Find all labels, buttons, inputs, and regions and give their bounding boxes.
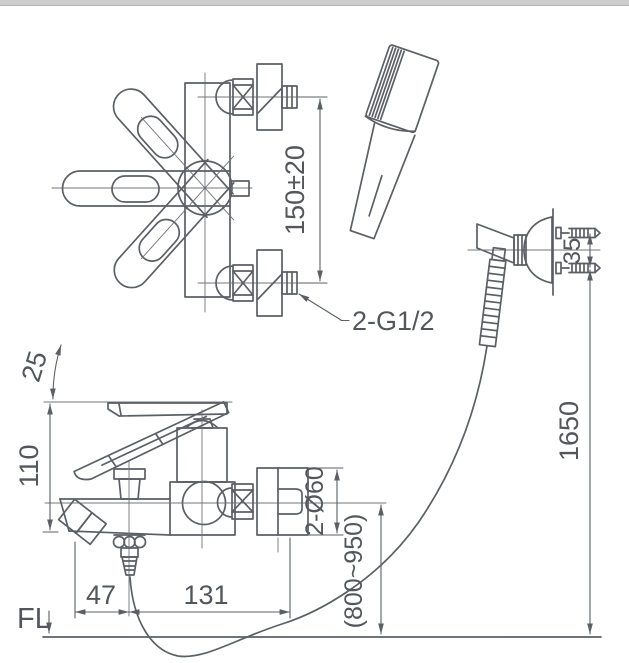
bracket-screw-top (555, 226, 601, 240)
hose-ribbed-section (478, 246, 507, 348)
diverter-knob (113, 468, 146, 500)
hose-outlet (112, 534, 147, 576)
body-height-label: 110 (14, 444, 44, 487)
dimension-body-height: 110 (14, 403, 59, 533)
dimension-handle-angle: 25 (16, 344, 62, 400)
dimension-screw-spacing: 35 (559, 233, 593, 268)
escutcheon-diameter-label: 2-Ø60 (301, 466, 329, 535)
handle-position-down (113, 155, 235, 289)
floor-level-label: FL (17, 603, 51, 635)
mixer-top-view (51, 63, 309, 317)
top-inlet-fitting (197, 63, 309, 131)
shower-handle (349, 122, 416, 240)
bracket-height-label: 1650 (554, 401, 584, 461)
dimension-escutcheon-diameter: 2-Ø60 (301, 466, 344, 536)
side-escutcheon (256, 467, 309, 536)
wall-union (216, 467, 309, 553)
shower-hose (129, 345, 488, 658)
mixer-body (184, 82, 231, 298)
shower-holder (476, 223, 515, 264)
hand-shower (129, 44, 601, 658)
floor-reference: FL (17, 603, 602, 638)
inlet-spacing-label: 150±20 (280, 145, 310, 235)
dimension-bracket-height: 1650 (554, 269, 593, 635)
handle-position-up (112, 88, 235, 221)
wall-distance-label: 131 (183, 580, 228, 610)
top-thread-nipple (281, 85, 298, 109)
top-border-bar (0, 0, 629, 6)
lever-down (107, 402, 228, 417)
install-height-label: (800~950) (340, 514, 368, 629)
bracket-escutcheon (523, 216, 553, 284)
handle-angle-label: 25 (16, 348, 53, 386)
shower-head (365, 44, 440, 134)
handle-hub (177, 160, 233, 216)
screw-spacing-label: 35 (559, 238, 586, 265)
mixer-side-view (43, 400, 387, 617)
handle-position-horizontal (61, 170, 231, 207)
bottom-thread-nipple (281, 271, 298, 295)
spout (57, 498, 171, 546)
thread-callout-label: 2-G1/2 (352, 306, 435, 336)
callout-thread-size: 2-G1/2 (298, 293, 435, 336)
dimension-inlet-spacing: 150±20 (280, 96, 328, 284)
spout-offset-label: 47 (86, 580, 116, 610)
dimension-horizontal-offsets: 47 131 (74, 537, 291, 619)
bottom-inlet-fitting (197, 249, 309, 317)
dimension-install-height: (800~950) (340, 504, 384, 635)
